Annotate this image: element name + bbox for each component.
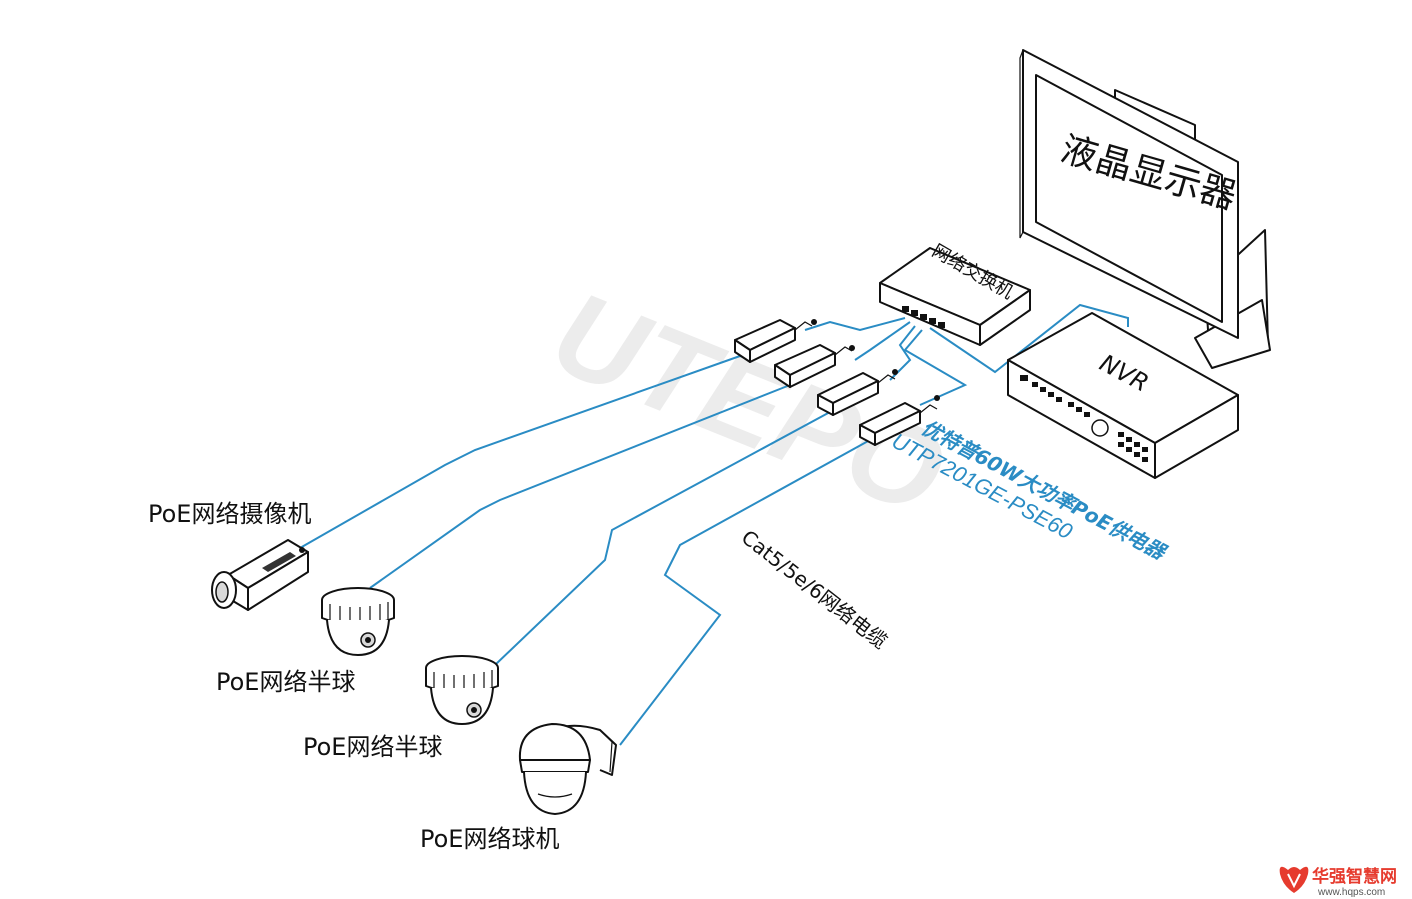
label-ptz-camera: PoE网络球机 [420,825,559,853]
poe-injector-1 [734,319,817,363]
network-switch: 网络交换机 [879,240,1031,346]
poe-injector-3 [817,369,898,416]
cable-switch-injector4 [903,329,968,406]
cable-switch-injector2 [854,321,911,361]
cable-label: Cat5/5e/6网络电缆 [737,525,892,654]
cable-injector4-ptz [619,439,871,746]
lcd-monitor: 液晶显示器 [1019,49,1271,369]
cable-switch-nvr [929,303,1129,374]
site-logo: 华强智慧网 www.hqps.com [1279,866,1397,898]
site-logo-url: www.hqps.com [1317,887,1385,898]
label-dome-camera-1: PoE网络半球 [216,668,355,696]
nvr-front-panel [1020,375,1148,462]
poe-injector-2 [774,344,855,388]
poe-dome-camera-1 [321,587,395,656]
poe-injector-4 [859,395,940,446]
cable-injector2-dome1 [369,384,791,589]
cable-injector3-dome2 [494,411,831,666]
label-dome-camera-2: PoE网络半球 [303,733,442,761]
switch-ports [902,306,945,328]
poe-bullet-camera [211,539,309,611]
cable-switch-injector3 [889,325,916,381]
poe-dome-camera-2 [425,655,499,725]
poe-ptz-camera [518,723,617,815]
cable-switch-injector1 [804,317,906,332]
site-logo-heart-icon [1279,866,1309,893]
poe-injectors [734,319,940,446]
nvr-recorder: NVR [1007,312,1239,479]
label-bullet-camera: PoE网络摄像机 [148,500,311,528]
cables [299,303,1129,746]
site-logo-name: 华强智慧网 [1312,866,1397,887]
